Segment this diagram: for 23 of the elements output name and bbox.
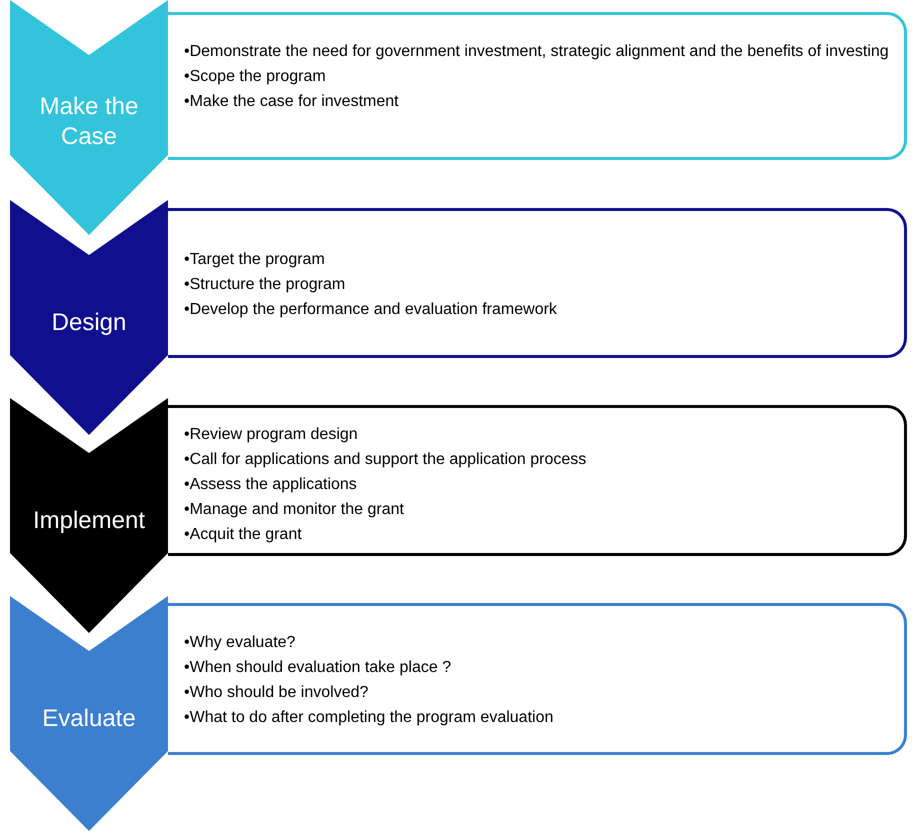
bullet-text: •Why evaluate? [184,633,296,653]
bullet-text: •Demonstrate the need for government investment, strategic alignment and the benefits of investing [184,42,889,62]
bullet-text: •Target the program [184,250,326,270]
bullet-text: •What to do after completing the program evaluation [184,708,554,728]
bullet-text: •Assess the applications [184,475,358,495]
bullet-text: •Make the case for investment [184,92,400,112]
bullet-text: •Structure the program [184,275,346,295]
content-panel [168,208,907,358]
bullet-text: •When should evaluation take place ? [184,658,452,678]
stage-label: Make the Case [38,92,140,152]
stage-label: Design [50,308,128,338]
bullet-text: •Call for applications and support the application process [184,450,586,470]
bullet-text: •Who should be involved? [184,683,370,703]
bullet-text: •Develop the performance and evaluation framework [184,300,557,320]
bullet-text: •Scope the program [184,67,327,87]
content-panel [168,12,907,160]
content-panel [168,405,907,556]
bullet-text: •Manage and monitor the grant [184,500,405,520]
bullet-text: •Acquit the grant [184,525,303,545]
content-panel [168,603,907,755]
stage-label: Evaluate [41,704,137,734]
stage-label: Implement [32,506,146,536]
bullet-text: •Review program design [184,425,359,445]
